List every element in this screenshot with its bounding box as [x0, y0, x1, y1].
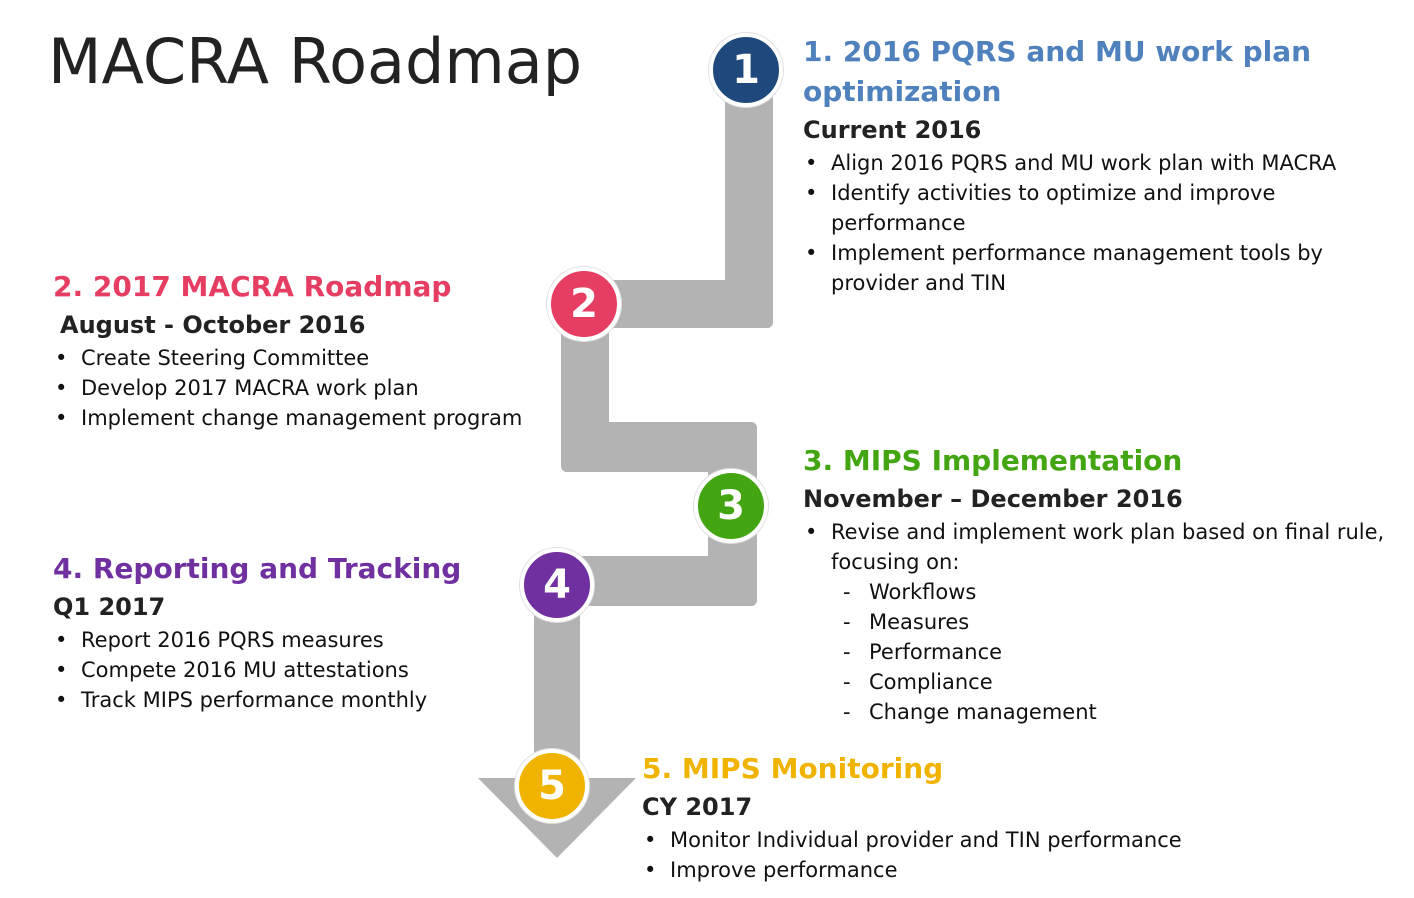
list-item: Track MIPS performance monthly: [53, 685, 461, 715]
list-item-continuation: performance: [831, 211, 966, 235]
step-1-period: Current 2016: [803, 116, 982, 144]
list-item: Monitor Individual provider and TIN perf…: [642, 825, 1182, 855]
sub-list-item: Compliance: [803, 667, 1384, 697]
list-item: Revise and implement work plan based on …: [803, 517, 1384, 547]
step-2-bullets: Create Steering Committee Develop 2017 M…: [53, 343, 522, 433]
step-1-heading-line1: 1. 2016 PQRS and MU work plan: [803, 35, 1312, 68]
step-5-heading: 5. MIPS Monitoring: [642, 752, 944, 785]
step-4-heading: 4. Reporting and Tracking: [53, 552, 462, 585]
step-2-heading: 2. 2017 MACRA Roadmap: [53, 270, 452, 303]
list-item-continuation: focusing on:: [831, 550, 960, 574]
step-1-block: 1. 2016 PQRS and MU work plan optimizati…: [803, 32, 1336, 298]
step-5-period: CY 2017: [642, 793, 753, 821]
sub-list-item: Measures: [803, 607, 1384, 637]
list-item: Develop 2017 MACRA work plan: [53, 373, 522, 403]
list-item: Align 2016 PQRS and MU work plan with MA…: [803, 148, 1336, 178]
list-item: Report 2016 PQRS measures: [53, 625, 461, 655]
step-1-heading: 1. 2016 PQRS and MU work plan optimizati…: [803, 32, 1336, 112]
list-item: Implement performance management tools b…: [803, 238, 1336, 268]
step-3-heading: 3. MIPS Implementation: [803, 444, 1183, 477]
step-5-bullets: Monitor Individual provider and TIN perf…: [642, 825, 1182, 885]
list-item-continuation: provider and TIN: [831, 271, 1007, 295]
list-item: Create Steering Committee: [53, 343, 522, 373]
step-1-badge: 1: [709, 33, 783, 107]
step-1-bullets: Align 2016 PQRS and MU work plan with MA…: [803, 148, 1336, 298]
sub-list-item: Performance: [803, 637, 1384, 667]
step-2-badge: 2: [547, 267, 621, 341]
step-3-period: November – December 2016: [803, 485, 1183, 513]
step-1-heading-line2: optimization: [803, 75, 1002, 108]
step-3-block: 3. MIPS Implementation November – Decemb…: [803, 441, 1384, 727]
step-4-badge: 4: [520, 548, 594, 622]
step-3-bullets: Revise and implement work plan based on …: [803, 517, 1384, 727]
list-item: Compete 2016 MU attestations: [53, 655, 461, 685]
step-2-block: 2. 2017 MACRA Roadmap August - October 2…: [53, 267, 522, 433]
step-5-block: 5. MIPS Monitoring CY 2017 Monitor Indiv…: [642, 749, 1182, 885]
step-4-block: 4. Reporting and Tracking Q1 2017 Report…: [53, 549, 461, 715]
sub-list-item: Workflows: [803, 577, 1384, 607]
step-5-badge: 5: [515, 749, 589, 823]
step-2-period: August - October 2016: [60, 311, 366, 339]
list-item: Improve performance: [642, 855, 1182, 885]
page-title: MACRA Roadmap: [48, 25, 583, 98]
list-item: Identify activities to optimize and impr…: [803, 178, 1336, 208]
sub-list-item: Change management: [803, 697, 1384, 727]
step-4-bullets: Report 2016 PQRS measures Compete 2016 M…: [53, 625, 461, 715]
step-4-period: Q1 2017: [53, 593, 166, 621]
step-3-badge: 3: [694, 469, 768, 543]
list-item: Implement change management program: [53, 403, 522, 433]
